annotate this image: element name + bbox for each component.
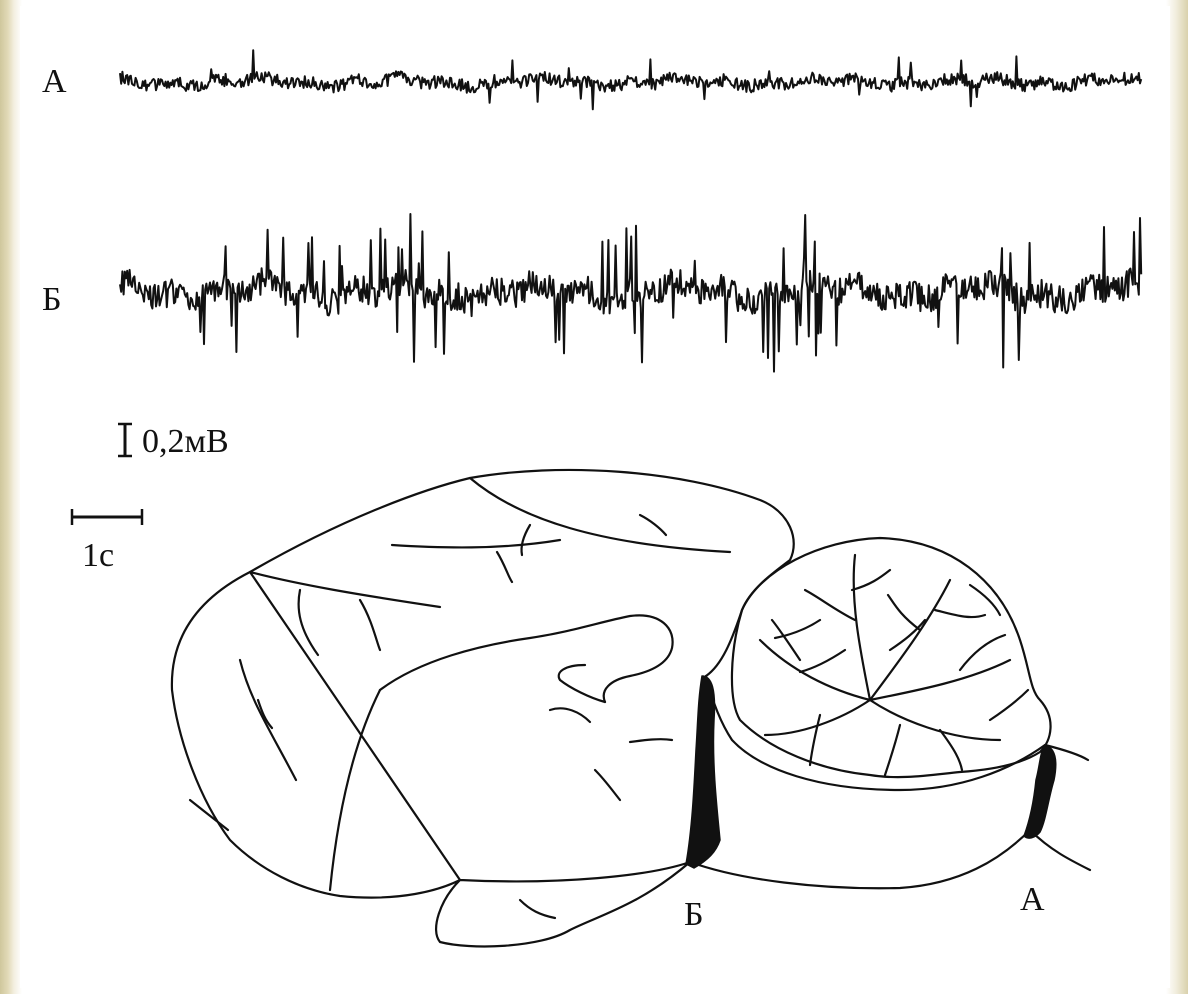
time-scale-label: 1с [82,537,114,574]
folium-line [760,640,870,700]
sulcus [250,572,440,607]
sulcus [299,590,318,655]
time-scale-bar [72,509,142,525]
folium-line [935,610,985,617]
folium-line [805,590,855,620]
folium-line [870,700,1000,740]
folium-line [888,595,920,630]
eeg-waveform [120,50,1141,109]
folium-line [854,555,870,700]
sulcus [330,690,380,890]
folium-line [870,660,1010,700]
temporal-lobe-contour [380,615,673,702]
folium-line [870,580,950,700]
folium-line [990,690,1028,720]
sulcus [630,739,672,742]
eeg-trace-b [120,214,1141,372]
folium-line [810,715,820,765]
folium-line [885,725,900,775]
voltage-scale-bar [118,424,132,456]
sulcus [497,552,512,582]
brainstem-outline [690,676,1045,888]
trace-a-label: А [42,63,67,100]
sulcus [521,525,530,555]
folium-line [890,620,925,650]
eeg-waveform [120,214,1141,372]
eeg-trace-a [120,50,1141,109]
sulcus [550,708,590,722]
sulcus [470,478,730,552]
folium-line [800,650,845,672]
folium-line [775,620,820,638]
brain-illustration [172,470,1090,947]
voltage-scale-label: 0,2мВ [142,423,229,460]
brain-marker-b: Б [684,896,704,933]
sulcus [240,660,296,780]
trace-b-label: Б [42,281,62,318]
sulcus [360,600,380,650]
sulcus [520,900,555,918]
folium-line [852,570,890,590]
sulcus [392,540,560,547]
cerebellar-folia [760,555,1028,775]
temporal-fold [559,665,605,702]
transection-b [686,676,720,868]
brain-marker-a: А [1020,881,1045,918]
sulcus [640,515,666,535]
sulcus [595,770,620,800]
folium-line [970,585,1000,615]
